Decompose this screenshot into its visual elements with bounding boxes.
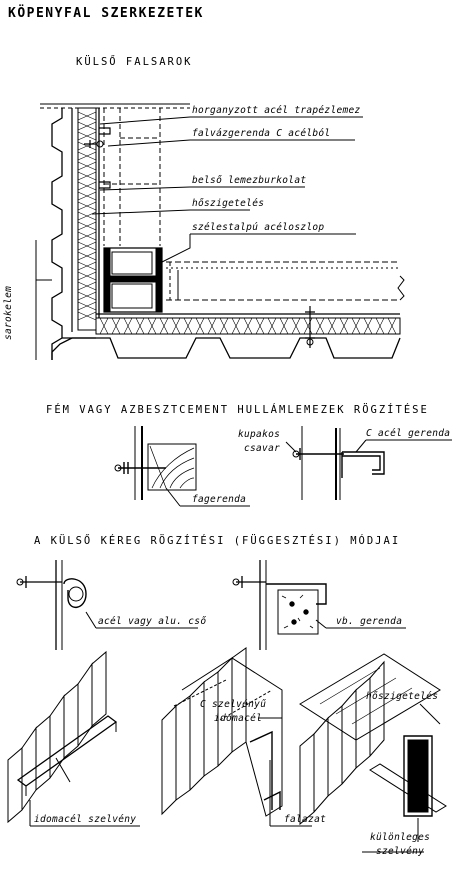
page-title: KÖPENYFAL SZERKEZETEK	[8, 6, 204, 21]
label-bolt: csavar	[244, 443, 281, 454]
label-insulation: hőszigetelés	[192, 198, 265, 209]
label-thermal-insulation: hőszigetelés	[366, 691, 439, 702]
label-corner-element: sarokelem	[3, 285, 14, 340]
label-c-section: C szelvényű	[200, 699, 267, 710]
label-masonry: falazat	[284, 814, 327, 825]
label-trapezoid-sheet: horganyzott acél trapézlemez	[192, 105, 361, 116]
section-heading-suspension: A KÜLSŐ KÉREG RÖGZÍTÉSI (FÜGGESZTÉSI) MÓ…	[34, 535, 401, 547]
section-heading-corner: KÜLSŐ FALSAROK	[76, 56, 193, 68]
label-section: szelvény	[376, 846, 425, 857]
label-timber-beam: fagerenda	[192, 494, 247, 505]
label-steel-alu-tube: acél vagy alu. cső	[98, 616, 207, 627]
corner-plan-drawing	[36, 104, 404, 360]
corrugated-fixing-drawings	[115, 426, 452, 506]
label-c-steel-beam: C acél gerenda	[366, 428, 451, 439]
section-heading-corrugated: FÉM VAGY AZBESZTCEMENT HULLÁMLEMEZEK RÖG…	[46, 404, 429, 416]
label-special: különleges	[370, 832, 431, 843]
label-inner-lining: belső lemezburkolat	[192, 175, 307, 186]
isometric-views	[8, 648, 446, 852]
label-shaped-steel: idomacél	[214, 713, 263, 724]
label-cap-bolt: kupakos	[238, 429, 281, 440]
label-rc-beam: vb. gerenda	[336, 616, 403, 627]
label-steel-column: szélestalpú acéloszlop	[192, 222, 325, 233]
suspension-drawings	[17, 560, 406, 650]
label-shaped-steel-section: idomacél szelvény	[34, 814, 137, 825]
label-c-beam-frame: falvázgerenda C acélból	[192, 128, 331, 139]
